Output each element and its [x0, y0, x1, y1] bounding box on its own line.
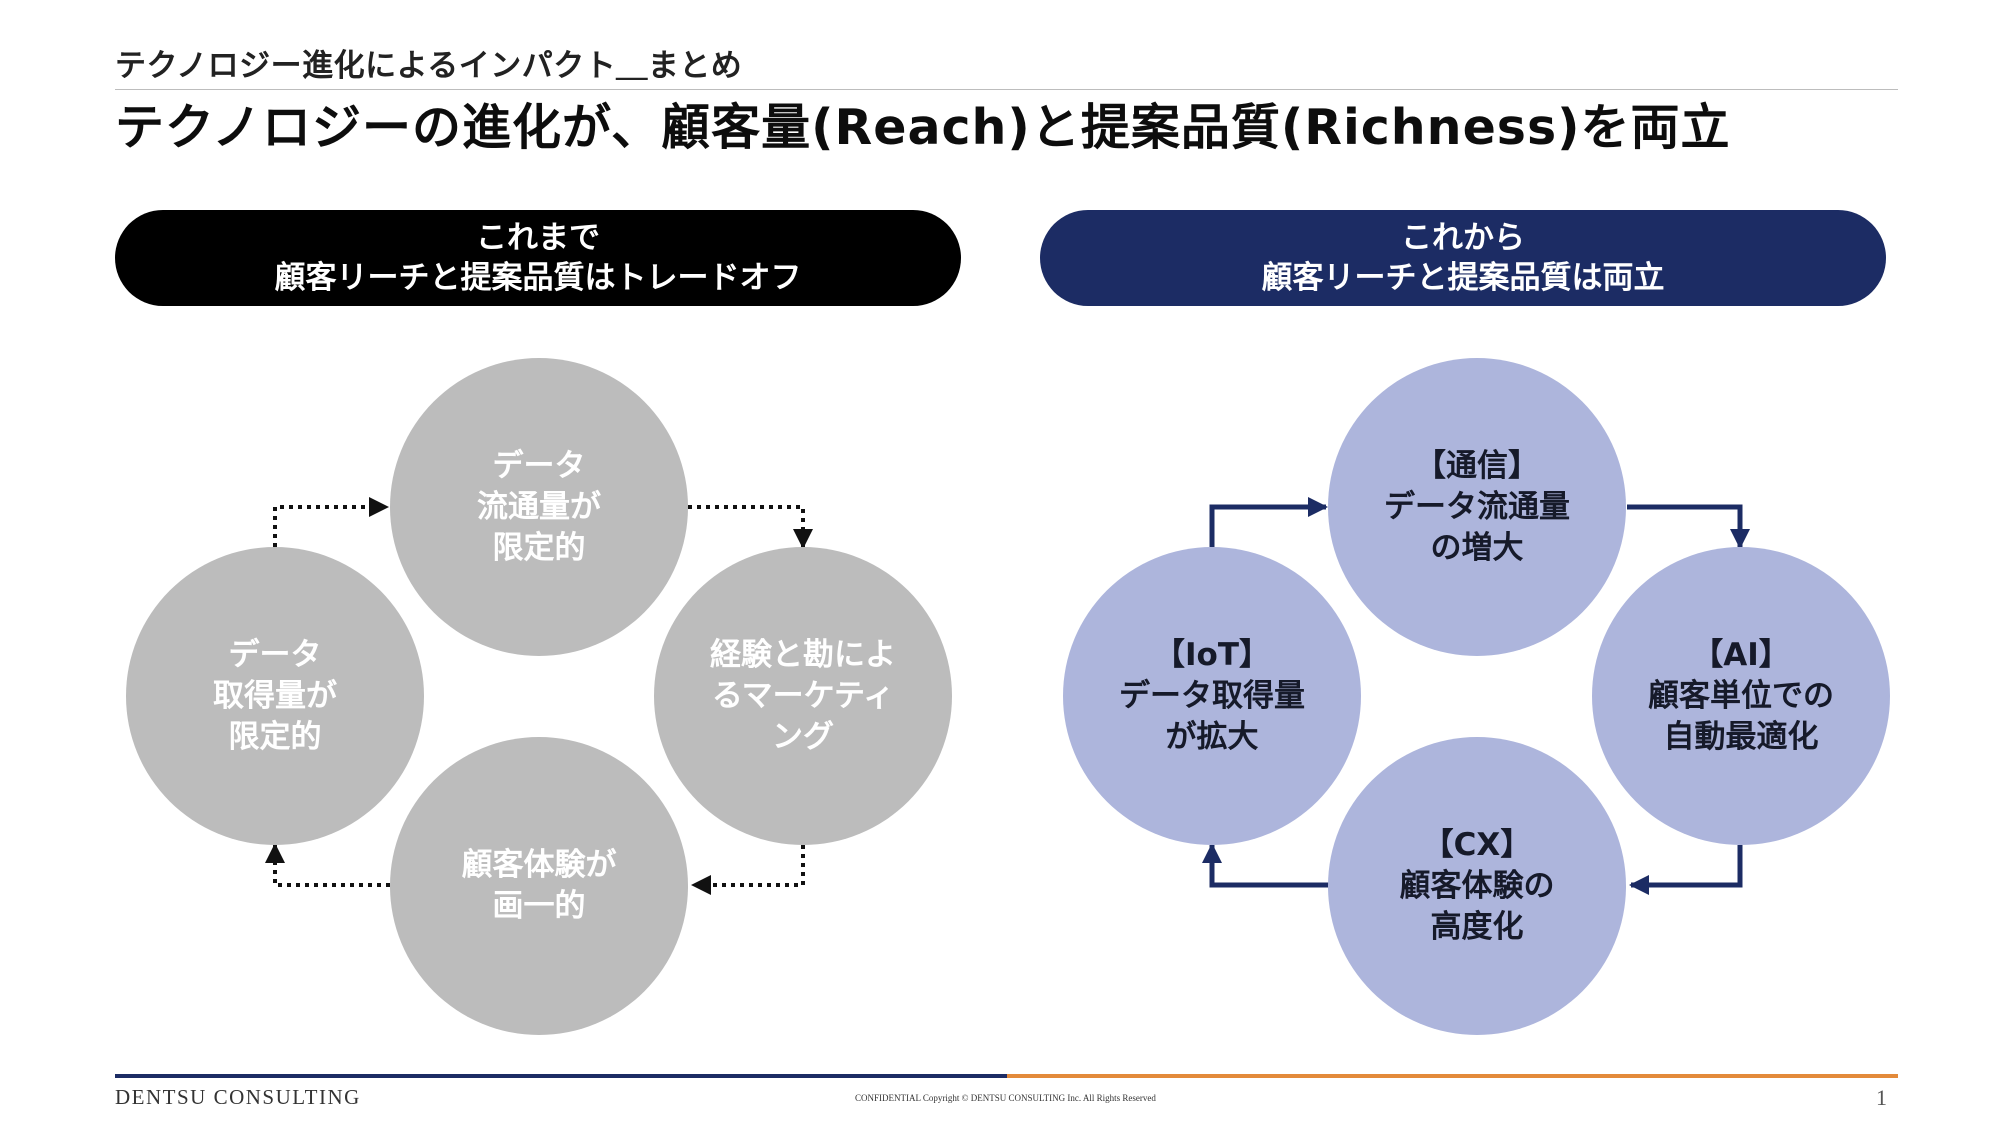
past-arrow-left-to-top — [273, 497, 389, 547]
circle-text: 経験と勘によ — [710, 636, 896, 673]
circle-text: ング — [772, 718, 834, 755]
past-arrow-bottom-to-left — [265, 843, 390, 887]
footer-rule-navy — [115, 1074, 1007, 1078]
circle-text: 限定的 — [228, 718, 322, 755]
past-arrow-top-to-right — [688, 505, 813, 549]
circle-text: データ — [492, 447, 586, 484]
circle-text: 流通量が — [477, 488, 601, 525]
circle-text: 【CX】 — [1422, 826, 1532, 863]
future-arrow-top-to-right — [1627, 504, 1750, 549]
past-heading-pill: これまで 顧客リーチと提案品質はトレードオフ — [115, 210, 961, 306]
past-circle-experience-marketing: 経験と勘によ るマーケティ ング — [654, 547, 952, 845]
circle-text: 限定的 — [492, 529, 586, 566]
future-heading-pill: これから 顧客リーチと提案品質は両立 — [1040, 210, 1886, 306]
circle-text: 【IoT】 — [1154, 636, 1270, 673]
circle-text: データ流通量 — [1384, 488, 1570, 525]
breadcrumb: テクノロジー進化によるインパクト＿まとめ — [115, 48, 743, 84]
circle-text: 画一的 — [492, 888, 586, 924]
future-circle-ai: 【AI】 顧客単位での 自動最適化 — [1592, 547, 1890, 845]
circle-text: 取得量が — [213, 677, 337, 714]
footer-rule-orange — [1007, 1074, 1898, 1078]
circle-text: 【通信】 — [1415, 447, 1539, 484]
circle-text: 顧客単位での — [1648, 677, 1834, 714]
future-arrow-left-to-top — [1209, 497, 1328, 547]
brand-logo-text: DENTSU CONSULTING — [115, 1085, 361, 1109]
past-circle-data-flow: データ 流通量が 限定的 — [390, 358, 688, 656]
circle-text: データ — [228, 636, 322, 673]
circle-text: の増大 — [1430, 529, 1524, 566]
past-cycle-connectors — [265, 497, 813, 895]
future-heading-line2: 顧客リーチと提案品質は両立 — [1261, 260, 1665, 296]
past-heading-line2: 顧客リーチと提案品質はトレードオフ — [274, 260, 802, 296]
circle-text: データ取得量 — [1119, 677, 1305, 714]
circle-text: 【AI】 — [1692, 636, 1790, 673]
circle-text: 自動最適化 — [1663, 718, 1819, 755]
circle-text: 顧客体験の — [1399, 867, 1555, 904]
future-cycle-connectors — [1202, 497, 1750, 895]
page-title: テクノロジーの進化が、顧客量(Reach)と提案品質(Richness)を両立 — [115, 99, 1731, 156]
future-heading-line1: これから — [1401, 220, 1525, 256]
circle-text: 高度化 — [1430, 908, 1524, 945]
future-arrow-bottom-to-left — [1202, 843, 1329, 888]
copyright-notice: CONFIDENTIAL Copyright © DENTSU CONSULTI… — [855, 1093, 1156, 1103]
circle-text: が拡大 — [1165, 718, 1259, 755]
future-circle-communication: 【通信】 データ流通量 の増大 — [1328, 358, 1626, 656]
past-arrow-right-to-bottom — [691, 845, 805, 895]
past-circle-data-acquisition: データ 取得量が 限定的 — [126, 547, 424, 845]
past-heading-line1: これまで — [476, 220, 600, 256]
header-divider — [115, 89, 1898, 90]
past-circle-uniform-cx: 顧客体験が 画一的 — [390, 737, 688, 1035]
circle-text: るマーケティ — [711, 677, 895, 714]
future-circle-iot: 【IoT】 データ取得量 が拡大 — [1063, 547, 1361, 845]
future-arrow-right-to-bottom — [1629, 845, 1743, 895]
future-circle-cx: 【CX】 顧客体験の 高度化 — [1328, 737, 1626, 1035]
page-number: 1 — [1876, 1085, 1887, 1110]
circle-text: 顧客体験が — [461, 847, 617, 883]
